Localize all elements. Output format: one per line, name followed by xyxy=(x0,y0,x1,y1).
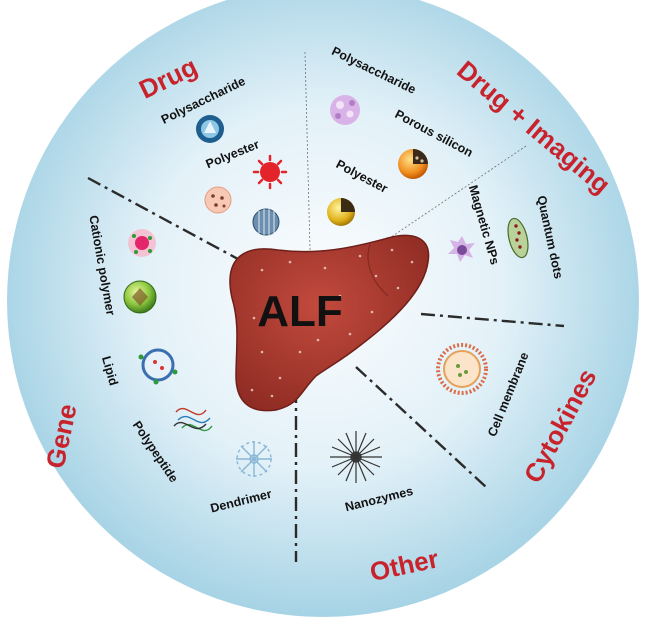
cell-membrane-particle-icon xyxy=(436,343,488,395)
divider-drugimaging-inner xyxy=(365,145,527,255)
liver-illustration xyxy=(229,234,430,412)
polysaccharide-particle-icon xyxy=(196,115,224,143)
magnetic-np-icon xyxy=(448,236,475,262)
liver-shape xyxy=(229,234,430,412)
fluffy-particle-icon xyxy=(330,95,360,125)
green-capsule-icon xyxy=(123,280,157,314)
center-label: ALF xyxy=(257,287,343,336)
gold-particle-icon xyxy=(327,198,355,226)
mesh-sphere-icon xyxy=(252,208,280,236)
sector-dividers xyxy=(87,51,565,562)
porous-silicon-particle-icon xyxy=(398,149,428,179)
divider-drug-drugimaging xyxy=(304,51,311,251)
red-star-particle-icon xyxy=(252,154,288,190)
divider-cytokines-drug-imaging xyxy=(420,312,565,328)
divider-drug-gene xyxy=(87,176,263,274)
nanozyme-urchin-icon xyxy=(330,431,382,483)
liver-lobe-line xyxy=(367,243,389,297)
cationic-polymer-particle-icon xyxy=(128,229,156,257)
polyester-bead-icon xyxy=(204,186,232,214)
liver-speckles xyxy=(250,248,414,398)
divider-other-cytokines xyxy=(355,366,487,488)
dendrimer-icon xyxy=(236,441,272,477)
quantum-dots-icon xyxy=(507,217,529,259)
dna-complex-icon xyxy=(173,407,213,432)
lipid-particle-icon xyxy=(138,348,178,385)
